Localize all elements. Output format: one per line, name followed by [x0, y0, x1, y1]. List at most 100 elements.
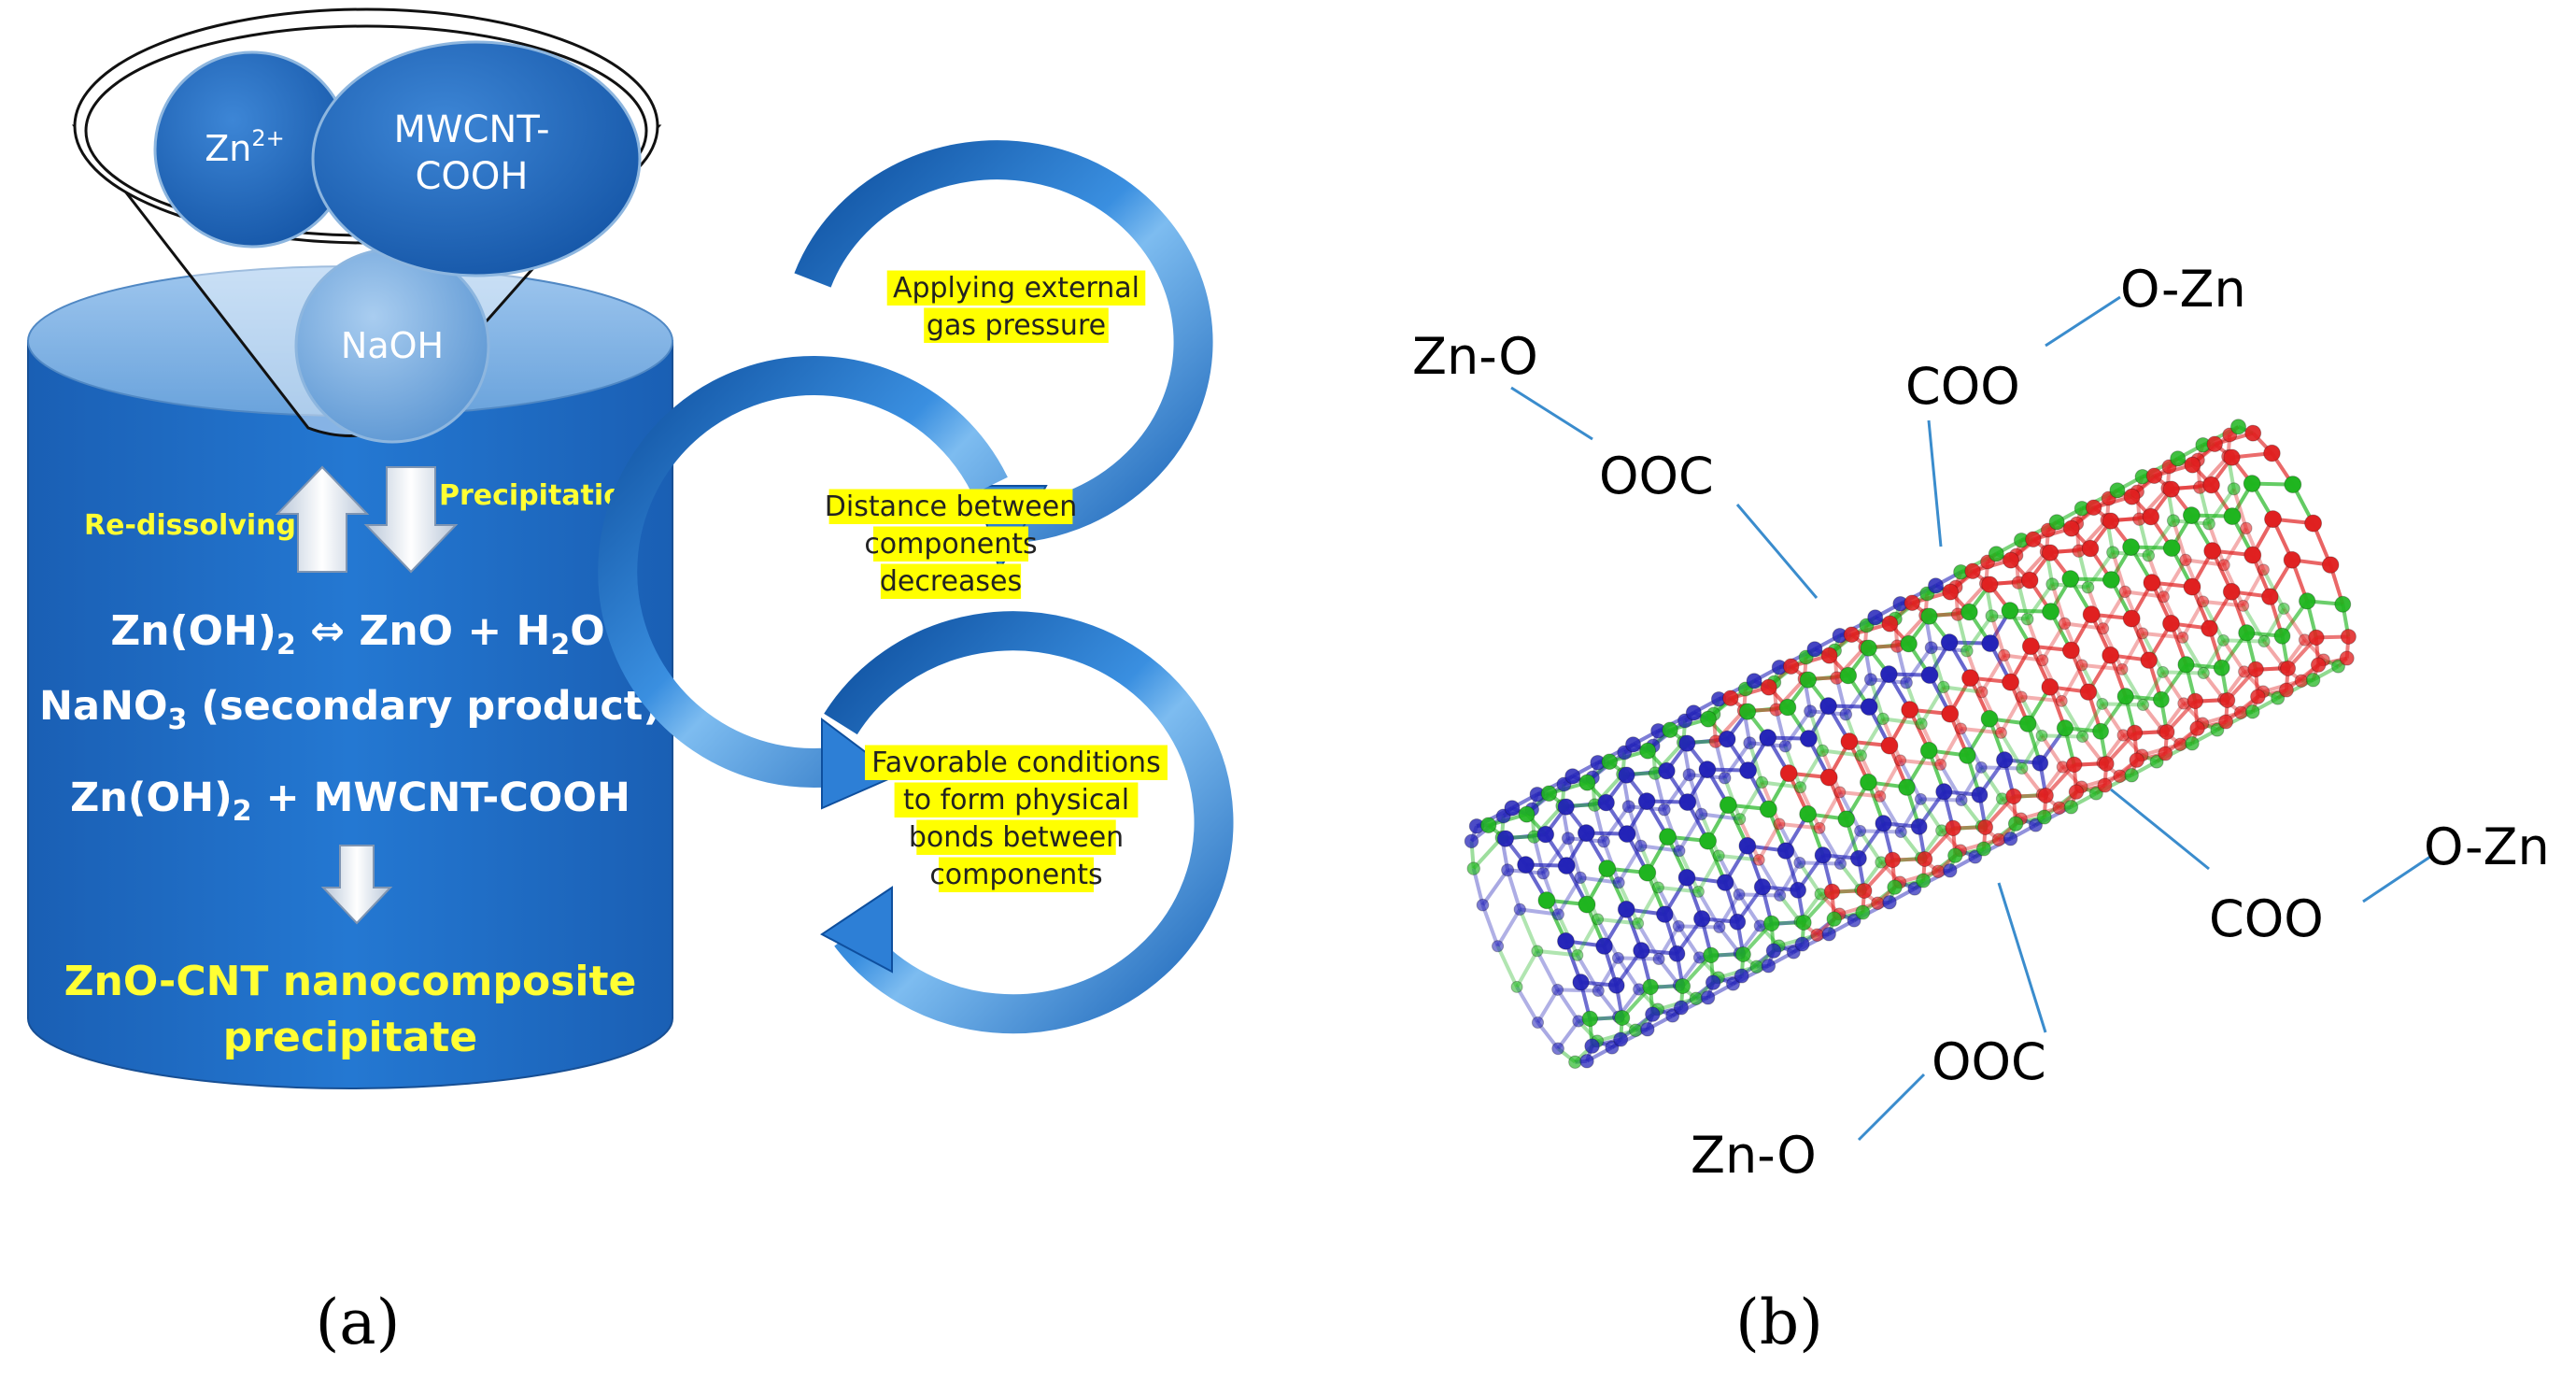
atom: [1917, 850, 1933, 867]
atom: [1612, 876, 1625, 889]
atom: [1572, 974, 1590, 991]
atom: [2124, 768, 2139, 783]
atom: [2185, 736, 2200, 751]
atom: [1880, 736, 1899, 755]
atom: [1776, 842, 1795, 860]
caption-a: (a): [316, 1287, 401, 1358]
atom: [2176, 631, 2189, 644]
atom: [1795, 914, 1812, 931]
atom: [1738, 836, 1757, 855]
atom: [2210, 722, 2225, 737]
atom: [1705, 974, 1721, 990]
mwcnt-label-line2: COOH: [416, 155, 529, 198]
cycle-step-highlight: [916, 819, 1116, 855]
atom: [1968, 849, 1983, 864]
atom: [2036, 809, 2052, 825]
atom: [1782, 658, 1800, 675]
atom: [2061, 570, 2080, 588]
atom: [1839, 666, 1858, 685]
atom: [1564, 768, 1581, 785]
caption-b: (b): [1735, 1287, 1823, 1358]
atom: [1790, 881, 1807, 899]
atom: [2109, 482, 2126, 499]
leader-ooc-bottom-tube: [1997, 882, 2047, 1033]
cycle-step-highlight: [924, 307, 1109, 343]
atom: [1673, 1000, 1689, 1016]
atom: [2277, 602, 2290, 615]
atom: [1875, 815, 1892, 832]
atom: [2116, 688, 2134, 705]
atom: [1759, 800, 1777, 818]
atom: [1779, 764, 1798, 783]
atom: [1871, 896, 1885, 910]
atom: [1819, 697, 1837, 715]
atom: [1994, 726, 2007, 739]
atom: [2264, 510, 2283, 529]
atom: [2305, 673, 2321, 688]
atom: [2056, 719, 2074, 737]
atom: [2068, 784, 2085, 800]
atom: [1640, 1022, 1655, 1037]
label-coo-right: COO: [2209, 889, 2324, 948]
atom: [2223, 507, 2242, 526]
atom: [1672, 919, 1685, 932]
atom: [2157, 590, 2170, 604]
atom: [2102, 512, 2120, 530]
atom: [1531, 1016, 1545, 1030]
cycle-step-text: Favorable conditions: [871, 746, 1160, 779]
atom: [2247, 661, 2264, 678]
cycle-step-text: bonds between: [909, 821, 1124, 854]
atom: [2048, 514, 2065, 531]
atom: [1991, 832, 2006, 846]
atom: [1694, 807, 1708, 821]
atom: [2216, 633, 2229, 647]
atom: [1557, 857, 1576, 875]
atom: [1713, 920, 1726, 934]
zn-ion-label: Zn2+: [205, 125, 285, 169]
atom: [2310, 657, 2327, 673]
atom: [1778, 698, 1797, 717]
atom: [1894, 754, 1907, 767]
atom: [1746, 673, 1762, 690]
atom: [2331, 659, 2345, 674]
result-line-1: ZnO-CNT nanocomposite: [64, 958, 637, 1005]
atom: [1774, 889, 1787, 903]
atom: [2102, 571, 2120, 590]
atom: [1658, 761, 1676, 780]
atom: [2058, 617, 2072, 631]
atom: [2233, 705, 2248, 719]
beaker-cylinder: [27, 340, 673, 1089]
atom: [1574, 871, 1587, 885]
atom: [2244, 424, 2262, 442]
equation-3: Zn(OH)2 + MWCNT-COOH: [70, 775, 630, 828]
atom: [2041, 544, 2059, 562]
atom: [1618, 766, 1635, 784]
atom: [2218, 714, 2234, 730]
atom: [2162, 614, 2180, 633]
atom: [1778, 739, 1792, 753]
atom: [1658, 803, 1671, 817]
atom: [1734, 813, 1747, 826]
atom: [2179, 553, 2192, 567]
atom: [1997, 648, 2011, 662]
atom: [2001, 602, 2019, 619]
atom: [2118, 585, 2131, 599]
atom: [2149, 754, 2164, 769]
atom: [1920, 607, 1938, 625]
atom: [2136, 698, 2150, 712]
atom: [2140, 651, 2158, 669]
atom: [1900, 634, 1918, 653]
atom: [1466, 861, 1480, 875]
atom: [1975, 686, 1989, 699]
cycle-step-highlight: [939, 857, 1094, 892]
atom: [2237, 599, 2250, 612]
atom: [2197, 666, 2210, 680]
atom: [2245, 704, 2260, 719]
atom: [1598, 860, 1617, 878]
atom: [2250, 689, 2266, 704]
atom: [2016, 761, 2029, 775]
atom: [2129, 752, 2144, 768]
atom: [2123, 488, 2141, 505]
equation-1: Zn(OH)2 ⇔ ZnO + H2O: [110, 607, 604, 661]
atom: [1898, 778, 1916, 796]
